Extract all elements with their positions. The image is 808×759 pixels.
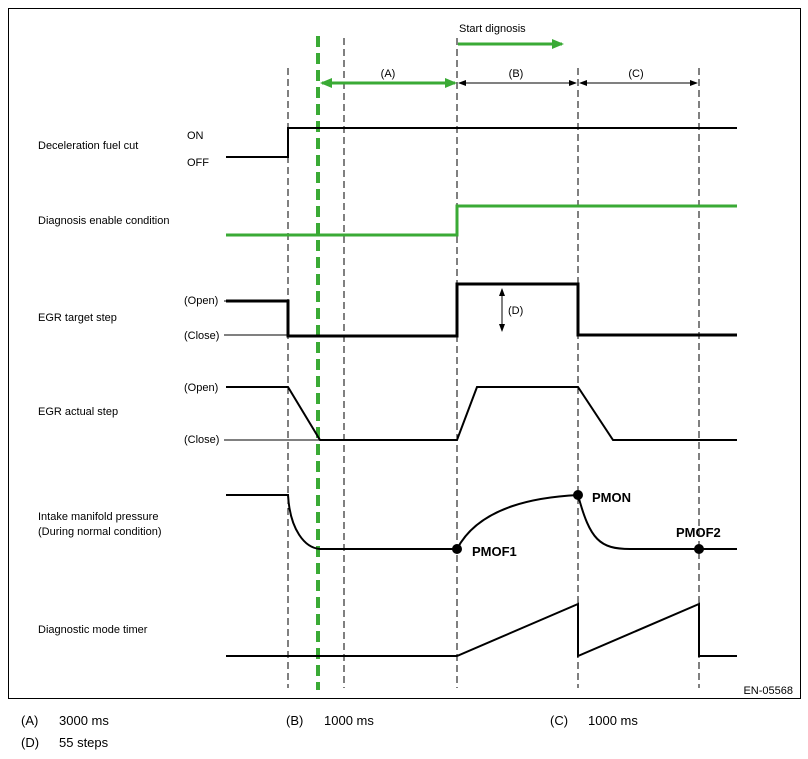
legend-value: 1000 ms	[324, 713, 374, 728]
legend-item-d: (D) 55 steps	[21, 735, 108, 750]
pmon-point	[573, 490, 583, 500]
egr-actual-label: EGR actual step	[38, 406, 118, 418]
egr-target-label: EGR target step	[38, 312, 117, 324]
intake-pressure-trace	[226, 493, 737, 550]
egr-target-close-label: (Close)	[184, 330, 219, 342]
legend-value: 55 steps	[59, 735, 109, 750]
intake-pressure-sublabel: (During normal condition)	[38, 526, 162, 538]
decel-off-label: OFF	[187, 157, 209, 169]
decel-fuel-cut-label: Deceleration fuel cut	[38, 140, 138, 152]
diagnosis-enable-label: Diagnosis enable condition	[38, 215, 169, 227]
egr-target-open-label: (Open)	[184, 295, 218, 307]
legend-key: (C)	[550, 713, 569, 728]
pmon-label: PMON	[592, 490, 631, 505]
diagnosis-enable-trace	[226, 204, 737, 237]
interval-b-label: (B)	[509, 68, 524, 80]
legend-item-a: (A) 3000 ms	[21, 713, 109, 728]
legend-key: (B)	[286, 713, 304, 728]
legend-value: 1000 ms	[588, 713, 638, 728]
legend-item-c: (C) 1000 ms	[550, 713, 638, 728]
pmof1-point	[452, 544, 462, 554]
pmof2-point	[694, 544, 704, 554]
diagram-frame	[8, 8, 801, 699]
pmof2-label: PMOF2	[676, 525, 721, 540]
intake-pressure-label: Intake manifold pressure	[38, 511, 158, 523]
figure-code: EN-05568	[743, 685, 793, 697]
egr-actual-trace	[226, 386, 737, 441]
diagnostic-timer-label: Diagnostic mode timer	[38, 624, 148, 636]
pmof1-label: PMOF1	[472, 544, 517, 559]
egr-target-trace	[226, 282, 737, 338]
decel-fuel-cut-trace	[226, 127, 737, 158]
diagnostic-timer-trace	[226, 602, 737, 658]
interval-d-label: (D)	[508, 305, 523, 317]
egr-actual-close-label: (Close)	[184, 434, 219, 446]
legend-value: 3000 ms	[59, 713, 109, 728]
legend-key: (D)	[21, 735, 40, 750]
egr-actual-open-label: (Open)	[184, 382, 218, 394]
legend-item-b: (B) 1000 ms	[286, 713, 374, 728]
start-diagnosis-label: Start dignosis	[459, 23, 526, 35]
interval-a-label: (A)	[381, 68, 396, 80]
decel-on-label: ON	[187, 130, 204, 142]
time-markers	[287, 38, 700, 688]
legend-key: (A)	[21, 713, 39, 728]
interval-c-label: (C)	[628, 68, 643, 80]
